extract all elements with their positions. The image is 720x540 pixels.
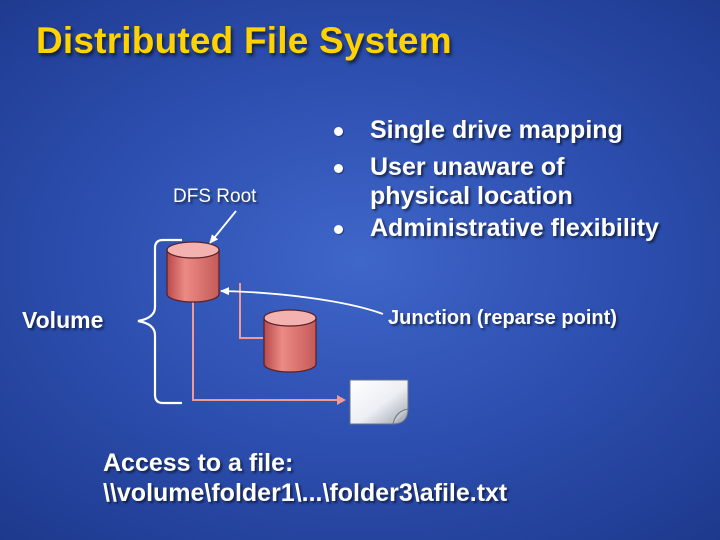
- volume-label: Volume: [22, 307, 104, 333]
- junction-arrow: [220, 287, 384, 315]
- access-path: \\volume\folder1\...\folder3\afile.txt: [103, 479, 508, 507]
- dfs-root-pointer: [209, 210, 237, 244]
- bullet-text: physical location: [370, 182, 573, 210]
- access-heading: Access to a file:: [103, 449, 294, 477]
- slide-title: Distributed File System: [36, 20, 452, 61]
- bullet-dot-icon: [334, 127, 343, 136]
- bullet-item: Single drive mapping: [328, 116, 708, 145]
- bullet-text: Administrative flexibility: [370, 214, 659, 242]
- junction-label: Junction (reparse point): [388, 307, 617, 329]
- bullet-dot-icon: [334, 225, 343, 234]
- file-icon: [349, 379, 409, 425]
- bullet-text: User unaware of: [370, 153, 565, 181]
- bullet-dot-icon: [334, 164, 343, 173]
- child-cylinder-icon: [263, 309, 317, 373]
- volume-brace: [137, 238, 182, 405]
- bullet-item: Administrative flexibility: [328, 214, 708, 243]
- root-to-file-connector: [192, 301, 343, 401]
- bullet-text: Single drive mapping: [370, 116, 623, 144]
- file-access-path: Access to a file: \\volume\folder1\...\f…: [103, 448, 507, 508]
- root-to-child-connector: [239, 283, 263, 339]
- root-cylinder-icon: [166, 241, 220, 303]
- dfs-root-label: DFS Root: [173, 186, 257, 207]
- bullet-list: Single drive mapping User unaware of phy…: [328, 116, 708, 251]
- bullet-item: User unaware of physical location: [328, 153, 708, 211]
